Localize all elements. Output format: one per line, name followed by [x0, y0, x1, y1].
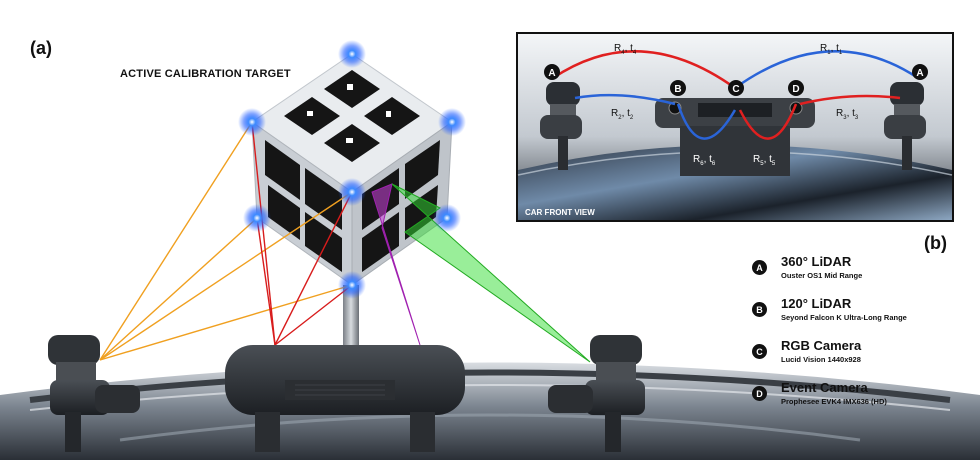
- legend-badge-b: B: [752, 302, 767, 317]
- lidar-a-rays: [99, 121, 353, 361]
- legend-subtitle: Ouster OS1 Mid Range: [781, 271, 863, 280]
- legend-badge-d: D: [752, 386, 767, 401]
- aruco-cube: [251, 53, 453, 286]
- panel-b-label: (b): [924, 233, 947, 253]
- sensor-legend: A 360° LiDAR Ouster OS1 Mid Range B 120°…: [752, 250, 972, 418]
- inset-marker-c: C: [732, 84, 739, 95]
- inset-marker-a-right: A: [916, 68, 923, 79]
- inset-marker-d: D: [792, 84, 799, 95]
- legend-item-360-lidar: A 360° LiDAR Ouster OS1 Mid Range: [752, 250, 972, 292]
- led-marker: [338, 271, 366, 299]
- legend-title: Event Camera: [781, 380, 868, 395]
- legend-item-120-lidar: B 120° LiDAR Seyond Falcon K Ultra-Long …: [752, 292, 972, 334]
- legend-title: 360° LiDAR: [781, 254, 852, 269]
- lidar-b-rays: [251, 121, 353, 346]
- lidar-sensor-right: [548, 335, 645, 452]
- target-pole: [343, 285, 359, 355]
- legend-badge-a: A: [752, 260, 767, 275]
- legend-title: RGB Camera: [781, 338, 862, 353]
- inset-marker-b: B: [674, 84, 681, 95]
- legend-subtitle: Seyond Falcon K Ultra-Long Range: [781, 313, 907, 322]
- transform-label-3: R3, t3: [836, 108, 859, 121]
- transform-label-2: R2, t2: [611, 108, 634, 121]
- legend-subtitle: Lucid Vision 1440x928: [781, 355, 861, 364]
- car-front-view-inset: A B C D A R4, t4 R1, t1 R2, t2 R3, t3 R6…: [516, 32, 954, 222]
- sensor-bar: [225, 345, 465, 452]
- transform-label-4: R4, t4: [614, 43, 637, 56]
- led-marker: [338, 178, 366, 206]
- led-marker: [243, 204, 271, 232]
- led-markers: [238, 40, 466, 299]
- transform-label-6: R6, t6: [693, 154, 716, 167]
- led-marker: [338, 40, 366, 68]
- transform-label-5: R5, t5: [753, 154, 776, 167]
- led-marker: [238, 108, 266, 136]
- legend-title: 120° LiDAR: [781, 296, 852, 311]
- led-marker: [438, 108, 466, 136]
- inset-caption: CAR FRONT VIEW: [525, 208, 595, 217]
- led-marker: [433, 204, 461, 232]
- panel-a-label: (a): [30, 38, 52, 58]
- legend-item-rgb-camera: C RGB Camera Lucid Vision 1440x928: [752, 334, 972, 376]
- legend-badge-c: C: [752, 344, 767, 359]
- lidar-sensor-left: [48, 335, 140, 452]
- legend-subtitle: Prophesee EVK4 IMX636 (HD): [781, 397, 887, 406]
- legend-item-event-camera: D Event Camera Prophesee EVK4 IMX636 (HD…: [752, 376, 972, 418]
- target-title: ACTIVE CALIBRATION TARGET: [120, 68, 291, 80]
- inset-marker-a-left: A: [548, 68, 555, 79]
- transform-label-1: R1, t1: [820, 43, 843, 56]
